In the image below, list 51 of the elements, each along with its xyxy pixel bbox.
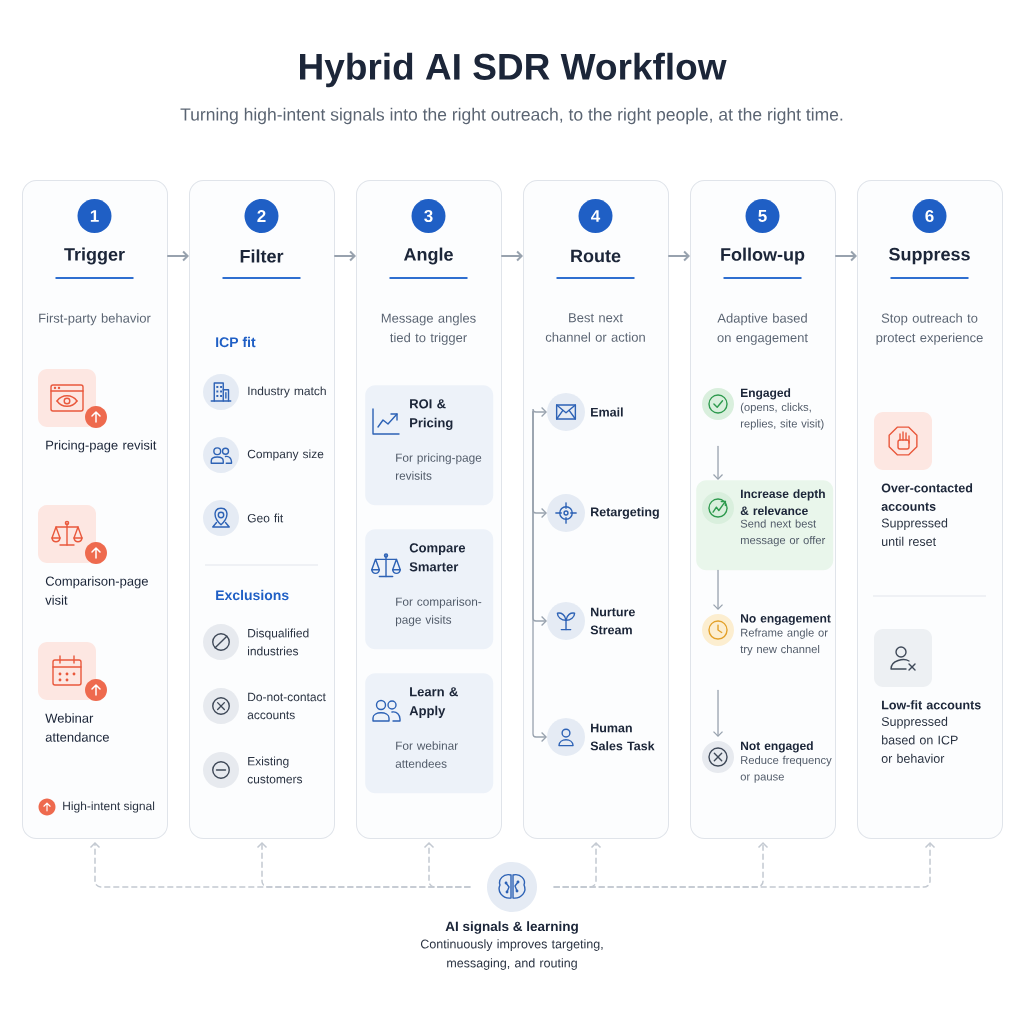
ai-description: Continuously improves targeting, messaging, and routing <box>420 939 603 970</box>
status-description: Reframe angle or try new channel <box>740 628 828 656</box>
status-title: Engaged <box>741 388 791 400</box>
criterion-label: Industry match <box>248 386 326 398</box>
step-badge: 4 <box>578 199 613 233</box>
column-title: Trigger <box>64 247 125 265</box>
step-badge: 1 <box>77 199 112 233</box>
step-badge: 6 <box>912 199 947 233</box>
status-title: Not engaged <box>741 741 813 753</box>
legend-label: High-intent signal <box>63 801 155 813</box>
angle-card: Compare Smarter For comparison-page visits <box>365 529 494 650</box>
status-description: (opens, clicks, replies, site visit) <box>740 402 824 430</box>
column-subtitle: Message angles tied to trigger <box>381 313 476 345</box>
criterion-label: Existing customers <box>247 756 303 784</box>
channel-label: Email <box>591 407 623 417</box>
channel-label: Nurture Stream <box>590 607 635 635</box>
suppression-title: Over-contacted accounts <box>881 483 973 511</box>
column-title: Suppress <box>889 247 970 265</box>
column-title: Follow-up <box>721 247 805 265</box>
column-title: Filter <box>240 249 284 263</box>
column-subtitle: Best next channel or action <box>545 313 645 342</box>
title: Hybrid AI SDR Workflow <box>300 52 727 88</box>
group-heading: Exclusions <box>216 589 289 601</box>
ai-title: AI signals & learning <box>445 921 578 934</box>
criterion-label: Company size <box>247 449 324 461</box>
criterion-label: Geo fit <box>247 513 284 523</box>
step-badge: 3 <box>411 199 446 233</box>
criterion-label: Disqualified industries <box>248 628 309 656</box>
angle-card: Learn & Apply For webinar attendees <box>365 673 494 794</box>
signal-label: Pricing-page revisit <box>46 440 157 453</box>
criterion-label: Do-not-contact accounts <box>247 692 326 720</box>
step-badge: 5 <box>745 199 780 233</box>
column-subtitle: Stop outreach to protect experience <box>876 313 983 345</box>
suppression-description: Suppressed based on ICP or behavior <box>881 716 958 763</box>
subtitle: Turning high-intent signals into the right outreach, to the right people, at the right time. <box>180 107 843 125</box>
suppression-description: Suppressed until reset <box>881 518 948 546</box>
channel-label: Human Sales Task <box>590 723 655 751</box>
status-title: No engagement <box>741 614 831 625</box>
highlight-card: Increase depth & relevance Send next best message or offer <box>696 480 834 571</box>
channel-label: Retargeting <box>591 507 659 519</box>
angle-card: ROI & Pricing For pricing-page revisits <box>365 385 494 506</box>
group-heading: ICP fit <box>216 336 256 348</box>
signal-label: Comparison-page visit <box>45 576 148 605</box>
status-description: Reduce frequency or pause <box>740 755 832 783</box>
column-subtitle: First-party behavior <box>39 313 151 326</box>
column-title: Route <box>571 249 621 263</box>
column-subtitle: Adaptive based on engagement <box>717 313 808 345</box>
column-title: Angle <box>403 247 453 265</box>
suppression-title: Low-fit accounts <box>882 700 981 710</box>
step-badge: 2 <box>244 199 279 233</box>
signal-label: Webinar attendance <box>45 713 109 742</box>
